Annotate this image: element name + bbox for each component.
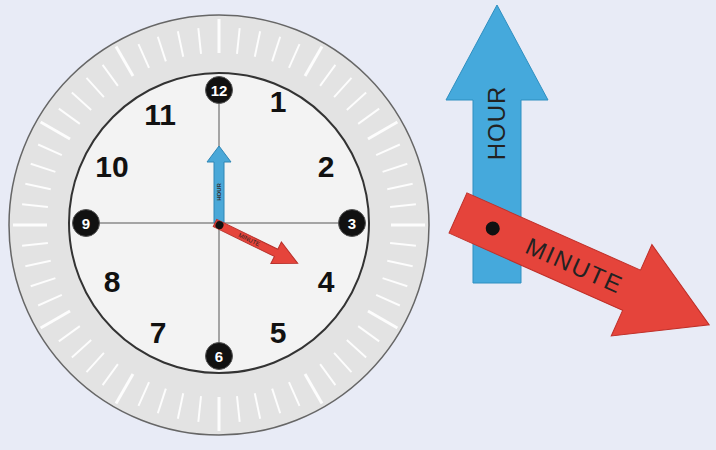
ring-tick [383,164,408,172]
ring-tick [289,44,300,68]
hour-marker: 9 [72,209,100,237]
ring-tick [387,184,412,189]
arrow-outline [210,212,303,274]
marker-disc [206,343,233,370]
arrow-outline [438,167,716,370]
ring-tick [38,144,62,155]
ring-tick [255,31,260,56]
ring-tick [289,382,300,406]
clock-number: 11 [144,100,176,130]
ring-tick [387,261,412,266]
ring-tick [31,278,56,286]
clock-number: 2 [318,152,335,182]
hour-marker: 3 [338,209,366,237]
clock-number: 1 [270,87,287,117]
ring-tick [13,224,47,227]
ring-tick [25,261,50,266]
ring-tick [87,353,104,372]
ring-tick [178,31,183,56]
ring-tick [272,389,280,414]
ring-tick [390,243,416,246]
marker-disc [73,210,100,237]
ring-tick [305,47,322,76]
ring-tick [103,364,118,385]
ring-tick [305,374,322,403]
ring-tick [158,389,166,414]
ring-tick [38,295,62,306]
arrow-outline [207,146,231,223]
ring-tick [391,224,425,227]
ring-tick [368,311,397,328]
hour-marker-text: 3 [348,216,356,231]
hour-hand: HOUR [207,146,231,223]
marker-disc [339,210,366,237]
ring-tick [383,278,408,286]
pivot-dot [214,220,225,231]
clock-number: 4 [318,267,335,297]
ring-tick [237,28,240,54]
ring-tick [376,295,400,306]
ring-tick [158,37,166,62]
ring-tick [218,397,221,431]
clock-number: 10 [95,152,128,182]
ring-tick [116,47,133,76]
clock-number: 7 [150,318,167,348]
ring-tick [22,243,48,246]
ring-tick [59,109,80,124]
ring-tick [198,28,201,54]
ring-tick [347,93,366,110]
ring-tick [59,326,80,341]
ring-tick [347,340,366,357]
hour-marker-text: 6 [215,349,223,364]
hour-marker: 6 [205,342,233,370]
hour-marker-text: 9 [82,216,90,231]
hour-hand-text: HOUR [216,183,222,201]
ring-tick [87,78,104,97]
ring-ticks [13,19,425,431]
ring-tick [334,78,351,97]
marker-disc [206,77,233,104]
ring-tick [320,65,335,86]
ring-tick [358,109,379,124]
ring-tick [218,19,221,53]
ring-tick [368,122,397,139]
ring-tick [390,204,416,207]
hour-marker-text: 12 [211,83,228,98]
ring-tick [72,340,91,357]
ring-tick [72,93,91,110]
ring-tick [178,393,183,418]
ring-tick [103,65,118,86]
ring-tick [116,374,133,403]
ring-tick [320,364,335,385]
outer-ring [9,15,429,435]
hour-arrow-text: HOUR [485,86,509,161]
ring-tick [138,382,149,406]
ring-tick [31,164,56,172]
ring-tick [41,122,70,139]
ring-tick [22,204,48,207]
ring-tick [138,44,149,68]
inner-face [69,73,369,373]
ring-tick [237,396,240,422]
ring-tick [25,184,50,189]
ring-tick [255,393,260,418]
clock-number: 8 [104,267,121,297]
hour-marker: 12 [205,76,233,104]
ring-tick [376,144,400,155]
ring-tick [198,396,201,422]
clock-number: 5 [270,318,287,348]
ring-tick [41,311,70,328]
ring-tick [358,326,379,341]
pivot-dot [483,219,501,237]
ring-tick [334,353,351,372]
ring-tick [272,37,280,62]
